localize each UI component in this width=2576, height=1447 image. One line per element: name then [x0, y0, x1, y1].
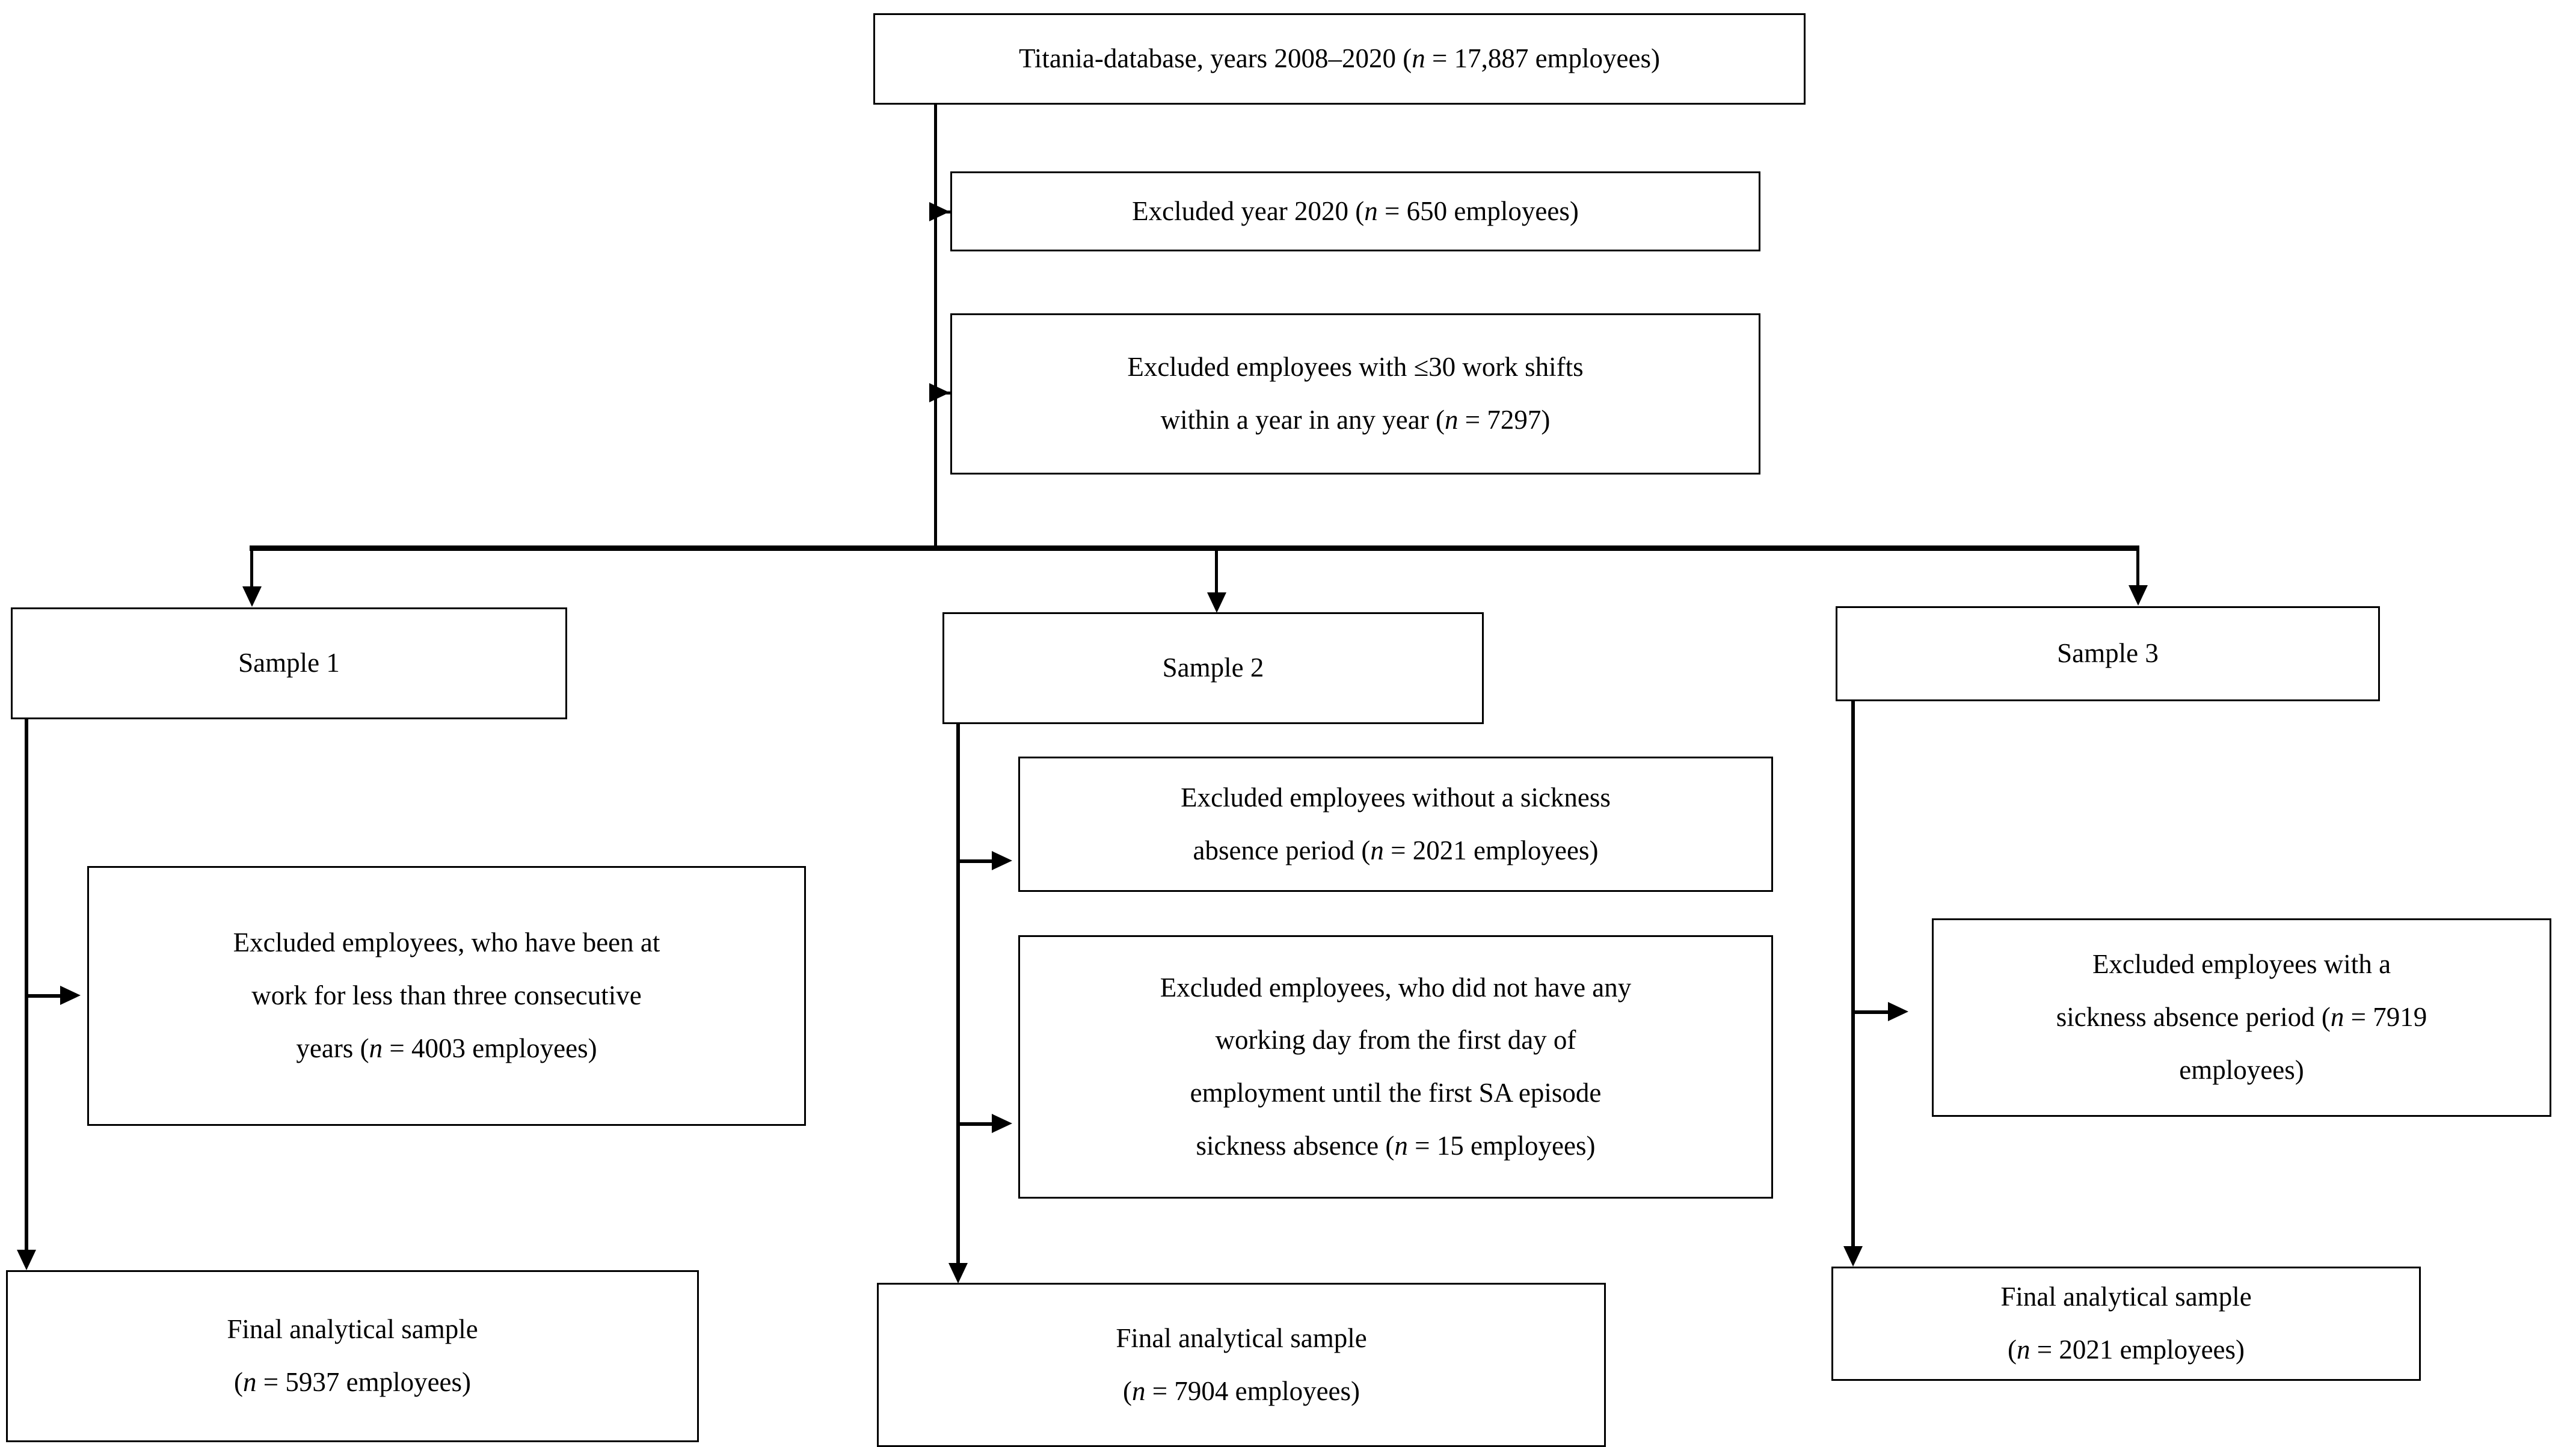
excluded-year-2020-line-1: Excluded year 2020 (n = 650 employees) — [1132, 195, 1579, 226]
sample-1-branch-arrowhead — [242, 586, 262, 607]
sample-2-exclusion-b-arrowhead — [992, 1114, 1012, 1133]
sample-1-box: Sample 1 — [11, 607, 567, 719]
sample-1-label: Sample 1 — [238, 648, 340, 678]
sample-3-exclusion-line-2: sickness absence period (n = 7919 — [2056, 1002, 2427, 1033]
sample-2-label: Sample 2 — [1162, 653, 1264, 683]
sample-2-final-line-2: (n = 7904 employees) — [1122, 1375, 1360, 1406]
source-box-line-1: Titania-database, years 2008–2020 (n = 1… — [1019, 43, 1660, 74]
sample-2-exclusion-b-line-3: employment until the first SA episode — [1190, 1078, 1602, 1108]
sample-2-exclusion-a-box: Excluded employees without a sickness ab… — [1018, 757, 1773, 892]
sample-3-spine-line — [1851, 701, 1855, 1251]
sample-3-final-box: Final analytical sample (n = 2021 employ… — [1831, 1267, 2421, 1381]
sample-1-exclusion-line-3: years (n = 4003 employees) — [296, 1033, 597, 1063]
sample-3-box: Sample 3 — [1836, 606, 2380, 701]
sample-2-exclusion-a-line-2: absence period (n = 2021 employees) — [1193, 835, 1599, 865]
sample-3-final-line-2: (n = 2021 employees) — [2007, 1335, 2245, 1365]
sample-3-exclusion-line-1: Excluded employees with a — [2092, 949, 2391, 980]
sample-1-exclusion-line-1: Excluded employees, who have been at — [233, 927, 660, 958]
sample-2-branch-arrowhead — [1207, 592, 1226, 613]
sample-2-exclusion-b-line-4: sickness absence (n = 15 employees) — [1196, 1130, 1596, 1161]
sample-3-exclusion-line-3: employees) — [2179, 1054, 2304, 1085]
excluded-low-shifts-line-2: within a year in any year (n = 7297) — [1160, 405, 1551, 435]
sample-1-final-arrowhead — [17, 1250, 36, 1270]
sample-1-exclusion-box: Excluded employees, who have been at wor… — [87, 866, 806, 1126]
sample-1-final-box: Final analytical sample (n = 5937 employ… — [6, 1270, 699, 1442]
sample-3-branch-arrowhead — [2129, 585, 2148, 606]
sample-2-box: Sample 2 — [942, 612, 1484, 724]
excluded-low-shifts-arrowhead — [929, 383, 950, 402]
sample-2-exclusion-a-arrowhead — [992, 851, 1012, 870]
sample-2-exclusion-b-line-2: working day from the first day of — [1215, 1025, 1576, 1055]
excluded-low-shifts-box: Excluded employees with ≤30 work shifts … — [950, 313, 1760, 475]
sample-2-branch-line — [1215, 545, 1218, 595]
sample-2-exclusion-a-line-1: Excluded employees without a sickness — [1181, 782, 1611, 813]
source-database-box: Titania-database, years 2008–2020 (n = 1… — [873, 13, 1806, 105]
sample-1-final-line-2: (n = 5937 employees) — [233, 1367, 472, 1397]
sample-1-exclusion-line-2: work for less than three consecutive — [251, 980, 642, 1011]
sample-1-spine-line — [25, 719, 28, 1253]
sample-distribution-bar — [250, 545, 2139, 551]
sample-2-final-box: Final analytical sample (n = 7904 employ… — [877, 1283, 1606, 1447]
sample-1-exclusion-connector — [26, 994, 63, 998]
sample-1-final-line-1: Final analytical sample — [227, 1314, 478, 1345]
sample-2-final-arrowhead — [948, 1263, 968, 1283]
sample-2-final-line-1: Final analytical sample — [1116, 1323, 1367, 1353]
sample-1-exclusion-arrowhead — [60, 986, 81, 1005]
sample-3-exclusion-connector — [1853, 1010, 1890, 1014]
sample-2-exclusion-b-box: Excluded employees, who did not have any… — [1018, 935, 1773, 1199]
source-spine-line — [934, 105, 937, 548]
sample-3-final-arrowhead — [1843, 1246, 1863, 1267]
sample-3-exclusion-box: Excluded employees with a sickness absen… — [1932, 918, 2551, 1117]
sample-1-branch-line — [250, 545, 253, 589]
sample-2-exclusion-b-connector — [958, 1122, 994, 1126]
sample-2-spine-line — [956, 724, 960, 1268]
sample-3-label: Sample 3 — [2057, 638, 2159, 669]
sample-2-exclusion-b-line-1: Excluded employees, who did not have any — [1160, 972, 1632, 1003]
excluded-low-shifts-line-1: Excluded employees with ≤30 work shifts — [1127, 352, 1584, 382]
sample-2-exclusion-a-connector — [958, 859, 994, 863]
excluded-year-2020-arrowhead — [929, 202, 950, 221]
sample-3-exclusion-arrowhead — [1888, 1002, 1908, 1021]
sample-3-final-line-1: Final analytical sample — [2000, 1282, 2252, 1312]
excluded-year-2020-box: Excluded year 2020 (n = 650 employees) — [950, 171, 1760, 251]
sample-3-branch-line — [2136, 545, 2139, 588]
